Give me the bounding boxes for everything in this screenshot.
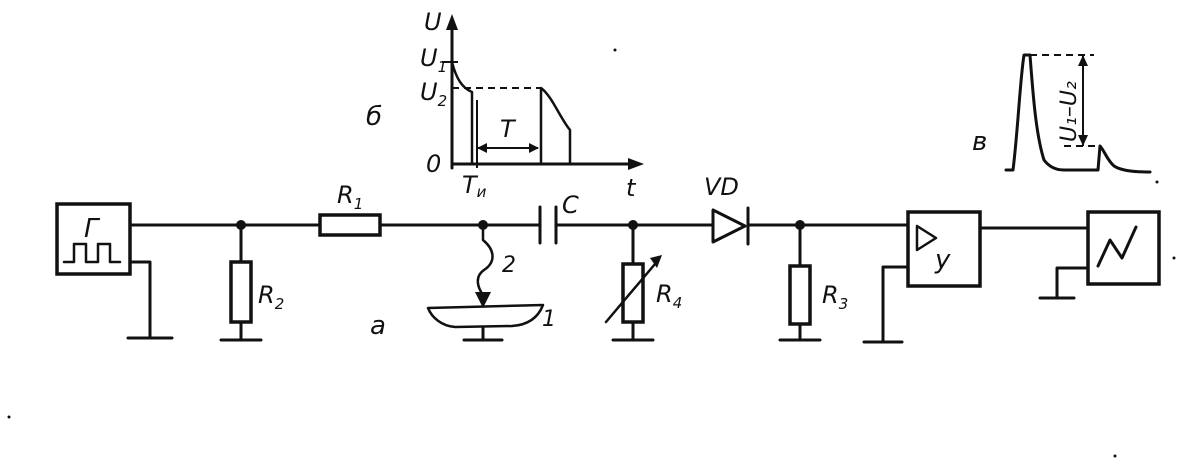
u2-label: U2: [420, 78, 447, 110]
variable-resistor-r4: R4: [604, 223, 682, 342]
waveform-v: U₁–U₂: [1004, 53, 1152, 174]
y-axis-label: U: [424, 8, 442, 36]
u1-label: U1: [420, 44, 447, 76]
probe-number: 2: [502, 253, 516, 278]
panel-label-b: б: [366, 102, 382, 132]
generator-label: Г: [84, 214, 101, 244]
tu-label: Tи: [462, 171, 487, 201]
pulse-2: [539, 86, 572, 166]
r3-label: R3: [822, 281, 848, 313]
probe: 2: [475, 223, 516, 308]
capacitor-label: C: [562, 191, 579, 219]
probe-arrowhead: [475, 292, 491, 308]
panel-label-a: а: [370, 311, 386, 341]
sample-number: 1: [542, 307, 556, 332]
panel-label-v: в: [972, 127, 987, 157]
difference-label: U₁–U₂: [1057, 81, 1082, 142]
r1-label: R1: [337, 181, 363, 213]
signal-trace: [1004, 53, 1152, 174]
diode: VD: [704, 173, 750, 246]
sample-holder: 1: [426, 303, 556, 342]
square-wave-icon: [62, 242, 122, 264]
amplifier-label: у: [934, 245, 951, 275]
waveform-display-icon: [1096, 225, 1138, 268]
capacitor: C: [538, 191, 579, 245]
oscilloscope: [1038, 210, 1161, 300]
r2-label: R2: [258, 281, 284, 313]
diode-label: VD: [704, 173, 739, 201]
waveform-b: U U1 U2 0 T Tи t: [420, 8, 644, 202]
resistor-r2: R2: [219, 223, 284, 342]
amplifier-triangle-icon: [915, 224, 938, 252]
amplifier: у: [862, 210, 982, 344]
scan-specks: [7, 48, 1176, 458]
origin-label: 0: [426, 150, 441, 178]
period-label: T: [500, 115, 517, 143]
r4-label: R4: [656, 280, 682, 312]
pulse-1: [450, 60, 474, 166]
resistor-r1: R1: [318, 181, 382, 237]
pulse-generator: Г: [55, 202, 174, 340]
x-axis-label: t: [626, 174, 637, 202]
resistor-r3: R3: [778, 223, 848, 342]
